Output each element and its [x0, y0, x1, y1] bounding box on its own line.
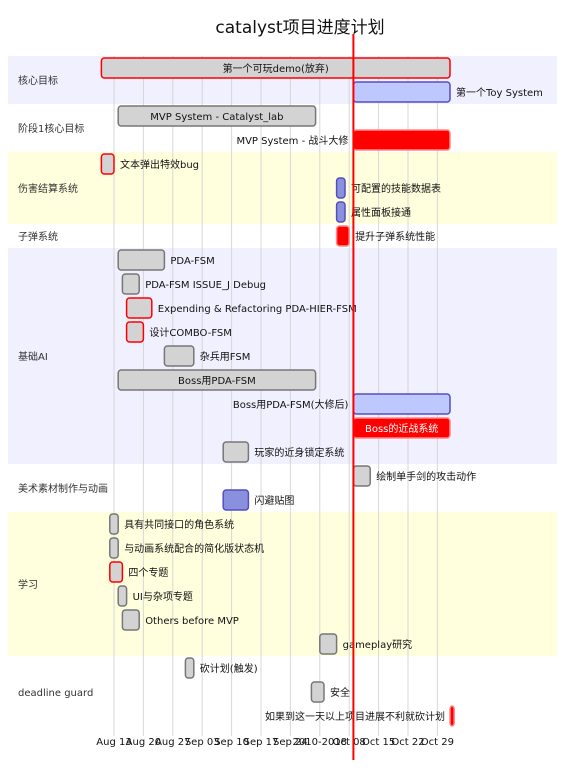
section-band — [8, 224, 557, 248]
task-bar — [109, 561, 124, 583]
section-label: 学习 — [18, 578, 38, 591]
task-label: MVP System - 战斗大修 — [236, 134, 348, 147]
task-label: 属性面板接通 — [351, 206, 411, 219]
task-bar — [335, 177, 346, 199]
task-bar — [184, 657, 195, 679]
x-tick-label: Sep 03 — [185, 737, 220, 748]
task-label: Boss用PDA-FSM(大修后) — [233, 398, 349, 411]
section-band — [8, 656, 557, 728]
x-tick-label: Oct 15 — [362, 737, 395, 748]
section-band — [8, 248, 557, 464]
task-bar — [117, 105, 317, 127]
task-bar — [121, 609, 140, 631]
task-bar — [100, 57, 451, 79]
task-bar — [449, 705, 455, 727]
section-label: 子弹系统 — [18, 230, 58, 243]
task-bar — [125, 321, 145, 343]
x-tick-label: Aug 20 — [126, 737, 161, 748]
task-label: Others before MVP — [145, 616, 239, 627]
section-band — [8, 464, 557, 512]
x-tick-label: Sep 17 — [244, 737, 279, 748]
section-label: deadline guard — [18, 688, 93, 699]
section-band — [8, 512, 557, 656]
section-label: 核心目标 — [18, 74, 58, 87]
task-label: 与动画系统配合的简化版状态机 — [124, 542, 264, 555]
task-bar — [352, 393, 451, 415]
section-label: 阶段1核心目标 — [18, 122, 84, 135]
task-label: UI与杂项专题 — [133, 590, 193, 603]
task-label: 杂兵用FSM — [200, 350, 251, 363]
task-label: 设计COMBO-FSM — [149, 326, 231, 339]
task-label: gameplay研究 — [343, 638, 413, 651]
task-label: Expending & Refactoring PDA-HIER-FSM — [158, 304, 357, 315]
task-label: PDA-FSM ISSUE_J Debug — [145, 280, 266, 291]
task-label: 四个专题 — [128, 566, 168, 579]
x-tick-label: Sep 24 — [273, 737, 308, 748]
task-label: 具有共同接口的角色系统 — [124, 518, 234, 531]
task-bar — [125, 297, 153, 319]
section-band — [8, 152, 557, 224]
task-label: 文本弹出特效bug — [120, 158, 199, 171]
task-bar — [335, 225, 350, 247]
section-label: 基础AI — [18, 350, 48, 363]
task-bar — [319, 633, 338, 655]
task-label: 闪避贴图 — [254, 494, 294, 507]
task-bar — [335, 201, 346, 223]
x-tick-label: Sep 10 — [214, 737, 249, 748]
x-tick-label: Aug 13 — [96, 737, 131, 748]
section-bands — [8, 56, 557, 728]
task-bar — [352, 81, 451, 103]
x-tick-label: Oct 08 — [333, 737, 366, 748]
task-bar — [100, 153, 115, 175]
grid-lines — [113, 56, 438, 736]
task-bar — [109, 537, 119, 559]
x-tick-label: 2010-2018 — [293, 737, 348, 748]
x-tick-label: Aug 27 — [155, 737, 190, 748]
task-label: 可配置的技能数据表 — [351, 182, 441, 195]
task-label: 玩家的近身锁定系统 — [254, 446, 344, 459]
task-bar — [117, 585, 128, 607]
task-label: 第一个可玩demo(放弃) — [223, 62, 329, 75]
task-label: 如果到这一天以上项目进展不利就砍计划 — [265, 710, 445, 723]
task-bar — [310, 681, 325, 703]
task-bar — [352, 465, 371, 487]
task-bar — [121, 273, 140, 295]
section-label: 伤害结算系统 — [18, 182, 78, 195]
task-label: PDA-FSM — [170, 256, 214, 267]
x-tick-label: Oct 22 — [391, 737, 424, 748]
task-bar — [222, 441, 250, 463]
task-label: MVP System - Catalyst_lab — [150, 112, 283, 123]
task-bar — [163, 345, 195, 367]
task-label: 第一个Toy System — [456, 86, 543, 99]
task-label: 砍计划(触发) — [200, 662, 258, 675]
task-bar — [117, 249, 166, 271]
task-label: 绘制单手剑的攻击动作 — [376, 470, 476, 483]
task-bar — [222, 489, 250, 511]
section-label: 美术素材制作与动画 — [18, 482, 108, 495]
task-label: 安全 — [330, 686, 350, 699]
task-bar — [352, 129, 451, 151]
task-bar — [117, 369, 317, 391]
task-label: 提升子弹系统性能 — [355, 230, 435, 243]
task-label: Boss的近战系统 — [365, 422, 438, 435]
x-tick-label: Oct 29 — [421, 737, 454, 748]
chart-title: catalyst项目进度计划 — [215, 18, 384, 38]
task-label: Boss用PDA-FSM — [178, 376, 256, 387]
task-bar — [109, 513, 119, 535]
